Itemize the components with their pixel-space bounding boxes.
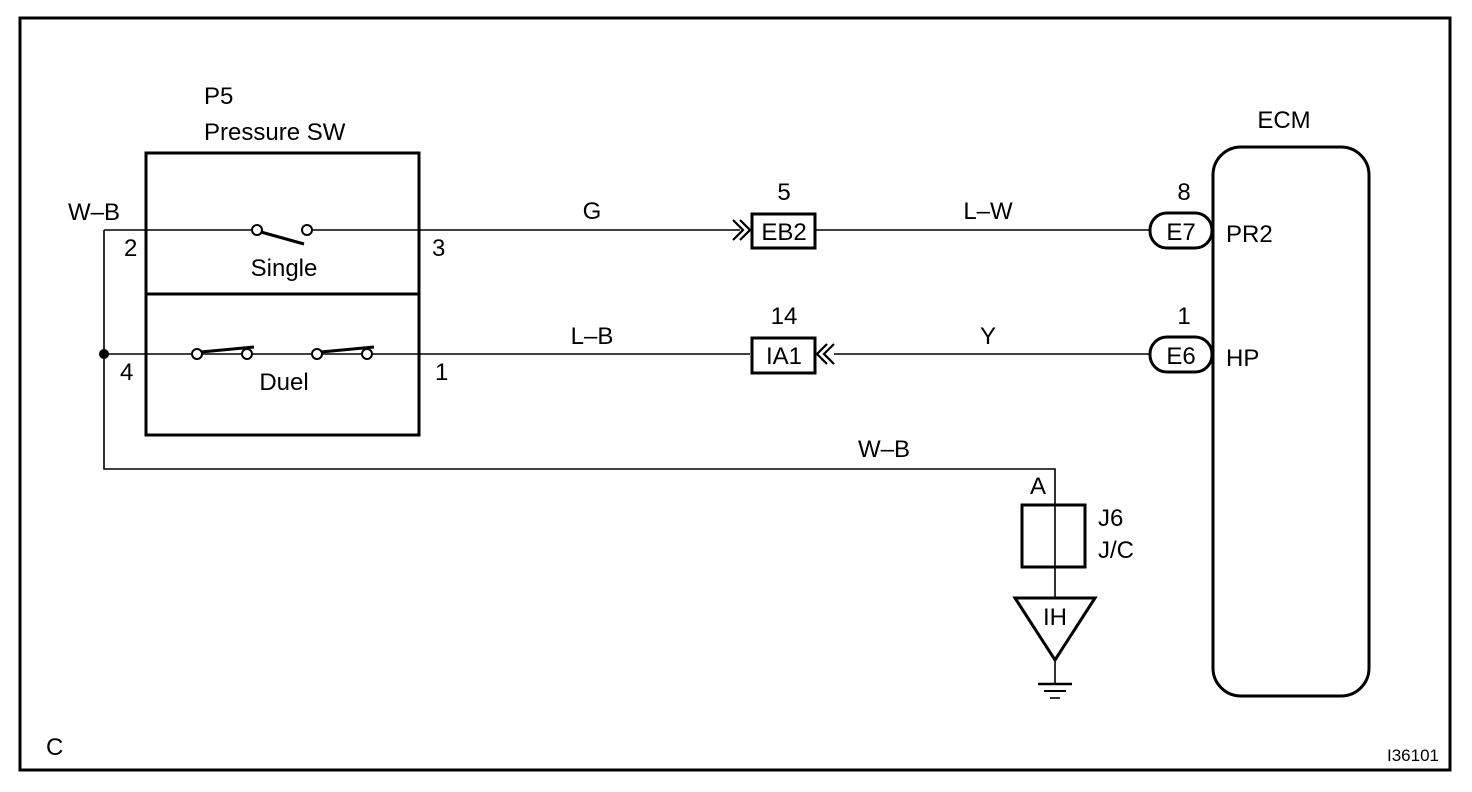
connector-eb2-label: EB2: [761, 219, 806, 246]
wire-color-g-label: G: [583, 198, 602, 225]
ecm-connector-e7-pin-label: 8: [1177, 179, 1190, 206]
ground-run-wire-color-label: W–B: [858, 436, 910, 463]
single-contact-blade: [260, 230, 305, 246]
ground-point-ih-label: IH: [1043, 604, 1067, 631]
connector-eb2-box: [750, 212, 817, 250]
connector-eb2-chevron-inner: [739, 219, 752, 241]
ecm-body: [1211, 145, 1371, 698]
wire-color-y-label: Y: [980, 323, 996, 350]
ecm-signal-hp-label: HP: [1226, 345, 1259, 372]
junction-j6: A J6 J/C: [1020, 473, 1134, 569]
duel-contact-1-blade: [200, 345, 255, 354]
ecm-connector-e6-pin-label: 1: [1177, 303, 1190, 330]
connector-ia1-box: [750, 336, 817, 375]
single-contact-left-terminal: [251, 224, 263, 236]
connector-eb2-pin-label: 5: [777, 179, 790, 206]
duel-contact-1-right-terminal: [241, 348, 253, 360]
duel-contact-2-blade: [320, 345, 375, 354]
figure-id: I36101: [1387, 746, 1439, 765]
ecm-connector-e7-label: E7: [1166, 219, 1195, 246]
connector-ia1-chevron-inner: [815, 343, 828, 365]
pressure-switch-duel-section: [144, 292, 421, 437]
junction-pin-a-label: A: [1030, 473, 1046, 500]
pin-4-label: 4: [120, 359, 133, 386]
ecm-label: ECM: [1257, 107, 1310, 134]
ecm: ECM E7 8 PR2 E6 1 HP: [1148, 107, 1371, 698]
single-contact-label: Single: [251, 255, 318, 282]
ground-point-ih: IH: [1012, 596, 1098, 699]
corner-label: C: [46, 734, 63, 761]
pin-3-label: 3: [432, 235, 445, 262]
pin-2-label: 2: [124, 235, 137, 262]
connector-ia1-label: IA1: [766, 343, 802, 370]
pressure-switch: P5 Pressure SW Single Duel 2 3 4 1: [120, 83, 448, 437]
wire-color-l-b-label: L–B: [571, 323, 614, 350]
duel-contact-1-left-terminal: [191, 348, 203, 360]
duel-contact-label: Duel: [259, 369, 308, 396]
ecm-connector-e7: [1148, 211, 1214, 250]
diagram-frame: [18, 16, 1452, 772]
splice-point: [99, 349, 109, 359]
junction-j6-name-label: J6: [1098, 505, 1123, 532]
pin-1-label: 1: [435, 359, 448, 386]
connector-ia1-pin-label: 14: [771, 303, 798, 330]
duel-contact-2-left-terminal: [311, 348, 323, 360]
connector-ia1-chevron-outer: [822, 343, 835, 365]
junction-j6-box: [1020, 503, 1087, 569]
ecm-signal-pr2-label: PR2: [1226, 221, 1273, 248]
ecm-connector-e6-label: E6: [1166, 343, 1195, 370]
duel-contact-2-right-terminal: [361, 348, 373, 360]
ground-point-ih-triangle: [1012, 596, 1098, 663]
single-contact-right-terminal: [301, 224, 313, 236]
connector-eb2-chevron-outer: [732, 219, 745, 241]
left-wire-color-label: W–B: [68, 199, 120, 226]
pressure-switch-name-label: Pressure SW: [204, 119, 346, 146]
junction-j6-type-label: J/C: [1098, 537, 1134, 564]
connector-eb2: EB2 5: [732, 179, 1150, 250]
connector-ia1: IA1 14: [750, 303, 1150, 375]
ecm-connector-e6: [1148, 335, 1214, 374]
pressure-switch-connector-label: P5: [204, 83, 233, 110]
wire-color-l-w-label: L–W: [963, 198, 1013, 225]
